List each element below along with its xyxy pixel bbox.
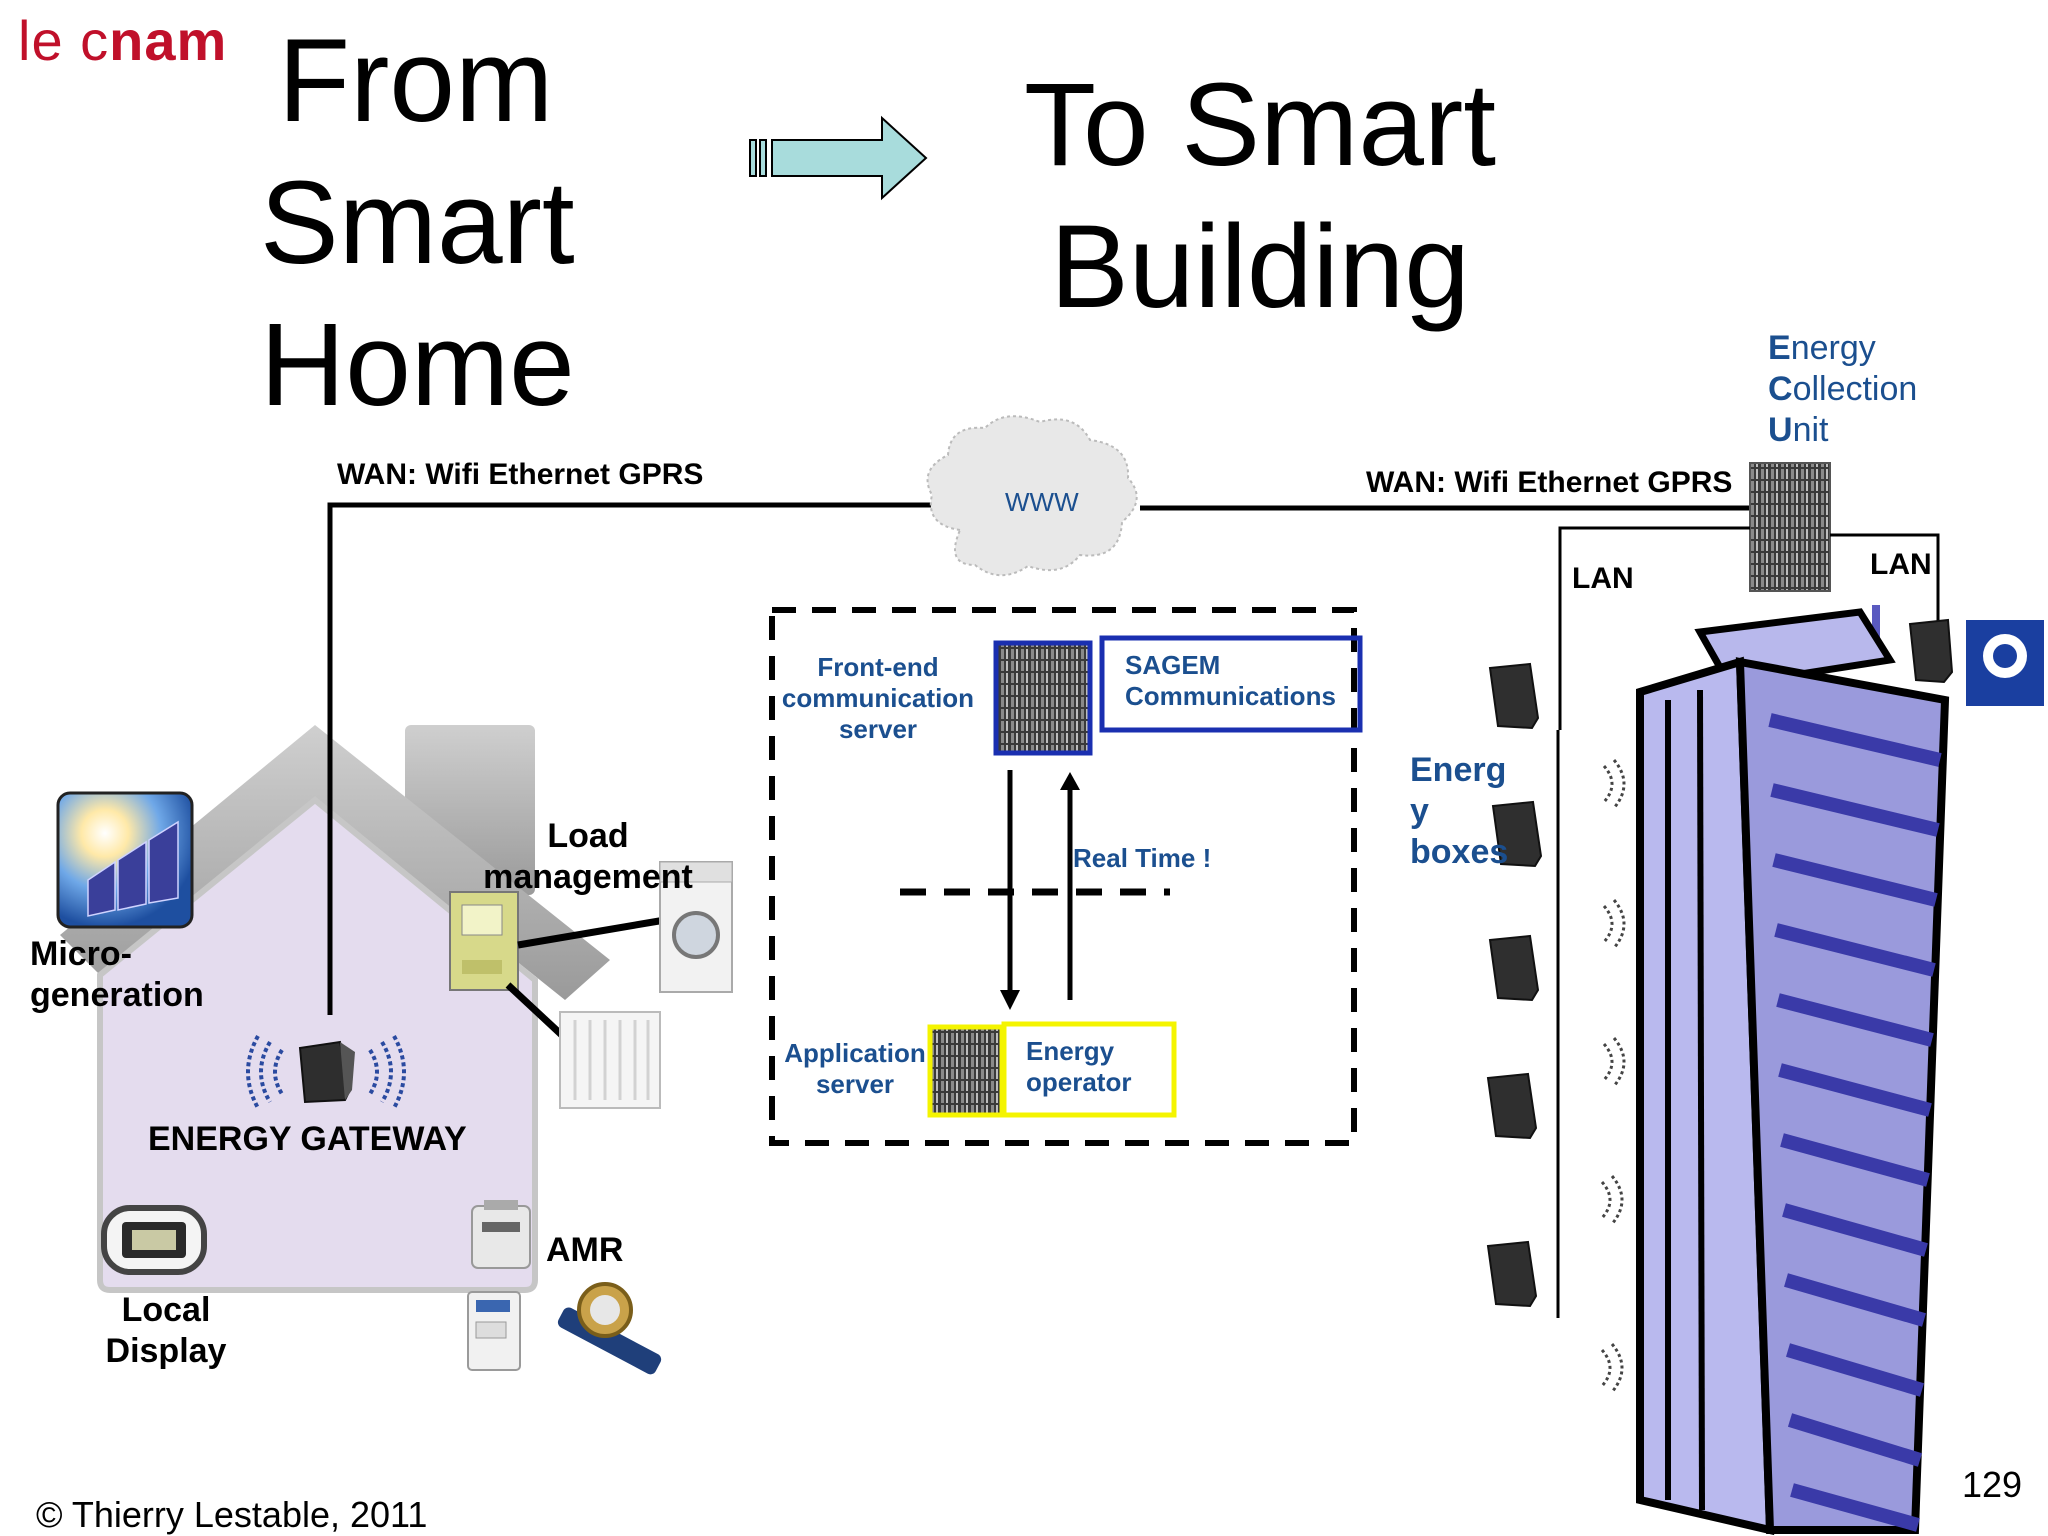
radiator-icon: [559, 1011, 661, 1109]
internet-cloud-icon: [926, 415, 1138, 577]
amr-label: AMR: [546, 1231, 624, 1269]
energy-box-column: [1486, 618, 1954, 1393]
solar-panel-icon: [56, 791, 194, 929]
cloud-label: WWW: [1005, 487, 1079, 517]
title-line: Home: [260, 299, 575, 431]
energy-gateway-icon: [298, 1040, 355, 1104]
backend-dashed-frame: [769, 607, 1357, 1146]
lan-label-right: LAN: [1870, 548, 1932, 581]
ecu-line: Energy: [1768, 329, 1876, 367]
energy-collection-unit-label: Energy Collection Unit: [1768, 328, 1917, 451]
smart-building-icon: [1636, 605, 1950, 1536]
title-line: From: [278, 15, 554, 147]
load-management-device-icon: [449, 891, 519, 991]
copyright-footer: © Thierry Lestable, 2011: [36, 1494, 428, 1535]
lan-line-right: [1830, 533, 1940, 630]
micro-generation-label: Micro-generation: [30, 935, 204, 1014]
title-line: To Smart: [1023, 59, 1497, 191]
energy-collection-unit-icon: [1749, 462, 1831, 592]
wan-label-right: WAN: Wifi Ethernet GPRS: [1366, 466, 1733, 499]
application-server-rack-icon: [927, 1024, 1005, 1118]
ecu-line: Collection: [1768, 370, 1918, 408]
realtime-arrows: [900, 770, 1170, 1010]
title-line: Building: [1050, 201, 1470, 333]
gas-meter-icon: [471, 1200, 531, 1269]
page-number: 129: [1962, 1464, 2023, 1505]
water-meter-icon: [557, 1282, 662, 1375]
title-line: Smart: [260, 157, 575, 289]
satellite-dish-icon: [1966, 620, 2044, 706]
electricity-meter-icon: [467, 1291, 521, 1371]
transition-arrow: [749, 115, 928, 201]
cnam-logo: le cnam: [18, 9, 228, 72]
lan-line-left: [1558, 526, 1750, 730]
wireless-signal-icon: [246, 1035, 406, 1109]
local-display-icon: [101, 1205, 207, 1275]
energy-gateway-label: ENERGY GATEWAY: [148, 1120, 467, 1158]
title-to-smart-building: To Smart Building: [1010, 54, 1510, 338]
washing-machine-icon: [659, 861, 733, 993]
title-from-smart-home: From Smart Home: [260, 10, 575, 436]
lan-label-left: LAN: [1572, 562, 1634, 595]
realtime-label: Real Time !: [1073, 843, 1212, 873]
wan-line-left: [327, 502, 1100, 1015]
frontend-server-rack-icon: [993, 640, 1093, 756]
energy-operator-box: [1001, 1021, 1177, 1118]
wan-label-left: WAN: Wifi Ethernet GPRS: [337, 458, 704, 491]
sagem-box: [1099, 635, 1363, 733]
ecu-line: Unit: [1768, 411, 1829, 449]
